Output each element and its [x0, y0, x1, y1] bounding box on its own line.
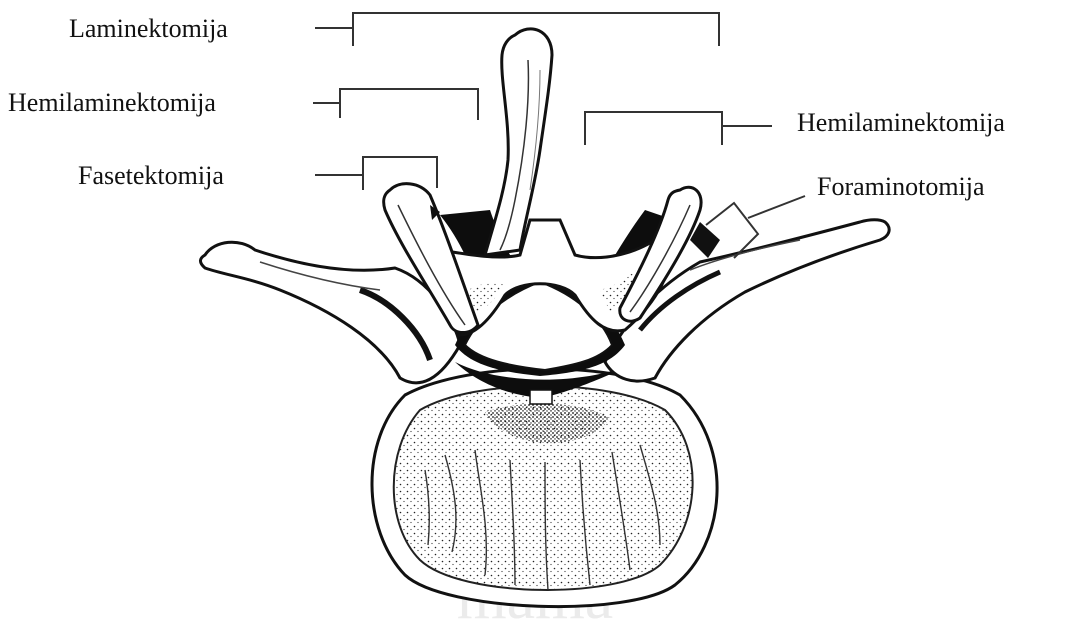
foraminotomy-label: Foraminotomija: [817, 174, 985, 200]
hemilaminectomy-right-label: Hemilaminektomija: [797, 110, 1005, 136]
hemilaminectomy-right-bracket: [585, 112, 722, 145]
laminectomy-label: Laminektomija: [69, 16, 228, 42]
foraminotomy-leader: [748, 196, 805, 218]
vertebral-body: [372, 362, 717, 607]
facetectomy-label: Fasetektomija: [78, 163, 224, 189]
hemilaminectomy-left-bracket: [340, 89, 478, 120]
hemilaminectomy-left-label: Hemilaminektomija: [8, 90, 216, 116]
